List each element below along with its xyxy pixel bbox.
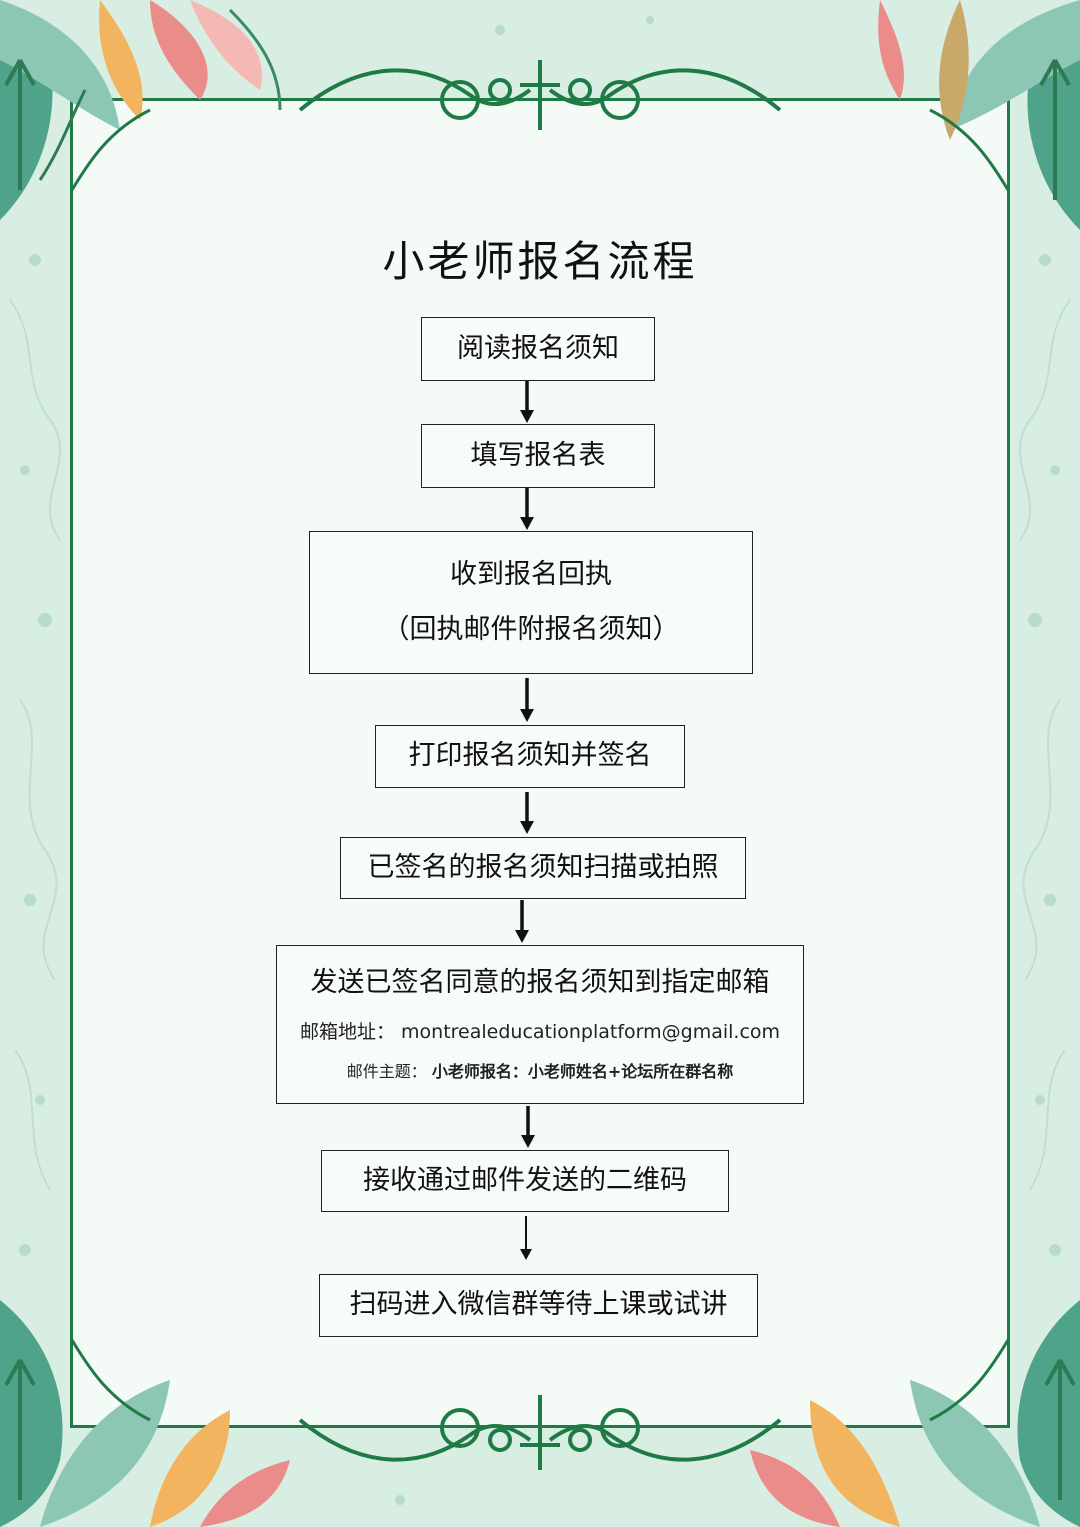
arrow-down-icon	[520, 678, 534, 722]
step-sublabel: （回执邮件附报名须知）	[382, 613, 680, 645]
step-label: 填写报名表	[470, 439, 606, 471]
step-label: 阅读报名须知	[457, 332, 619, 364]
step-label: 接收通过邮件发送的二维码	[363, 1164, 687, 1196]
step-label: 打印报名须知并签名	[408, 740, 652, 772]
step-label: 已签名的报名须知扫描或拍照	[367, 851, 719, 883]
arrow-down-icon	[520, 381, 534, 423]
subject-label: 邮件主题：	[346, 1062, 427, 1082]
step-receive-qr: 接收通过邮件发送的二维码	[321, 1150, 729, 1212]
subject-text: 小老师报名：小老师姓名+论坛所在群名称	[431, 1062, 734, 1082]
email-subject-line: 邮件主题： 小老师报名：小老师姓名+论坛所在群名称	[347, 1058, 734, 1082]
email-address: montrealeducationplatform@gmail.com	[401, 1021, 781, 1044]
step-scan-photo: 已签名的报名须知扫描或拍照	[340, 837, 746, 899]
step-scan-join-group: 扫码进入微信群等待上课或试讲	[319, 1274, 758, 1337]
arrow-down-icon	[520, 1216, 532, 1260]
step-label: 发送已签名同意的报名须知到指定邮箱	[310, 966, 770, 998]
arrow-down-icon	[520, 792, 534, 834]
step-receive-receipt: 收到报名回执 （回执邮件附报名须知）	[309, 531, 753, 674]
step-label: 收到报名回执	[450, 559, 612, 591]
page-title: 小老师报名流程	[382, 237, 698, 286]
email-address-line: 邮箱地址： montrealeducationplatform@gmail.co…	[300, 1017, 780, 1044]
arrow-down-icon	[515, 900, 529, 943]
email-label: 邮箱地址：	[299, 1021, 395, 1044]
arrow-down-icon	[521, 1106, 535, 1148]
step-label: 扫码进入微信群等待上课或试讲	[349, 1289, 728, 1321]
step-print-sign: 打印报名须知并签名	[375, 725, 685, 788]
arrow-down-icon	[520, 488, 534, 530]
step-fill-form: 填写报名表	[421, 424, 655, 488]
step-send-email: 发送已签名同意的报名须知到指定邮箱 邮箱地址： montrealeducatio…	[276, 945, 804, 1104]
step-read-notice: 阅读报名须知	[421, 317, 655, 381]
